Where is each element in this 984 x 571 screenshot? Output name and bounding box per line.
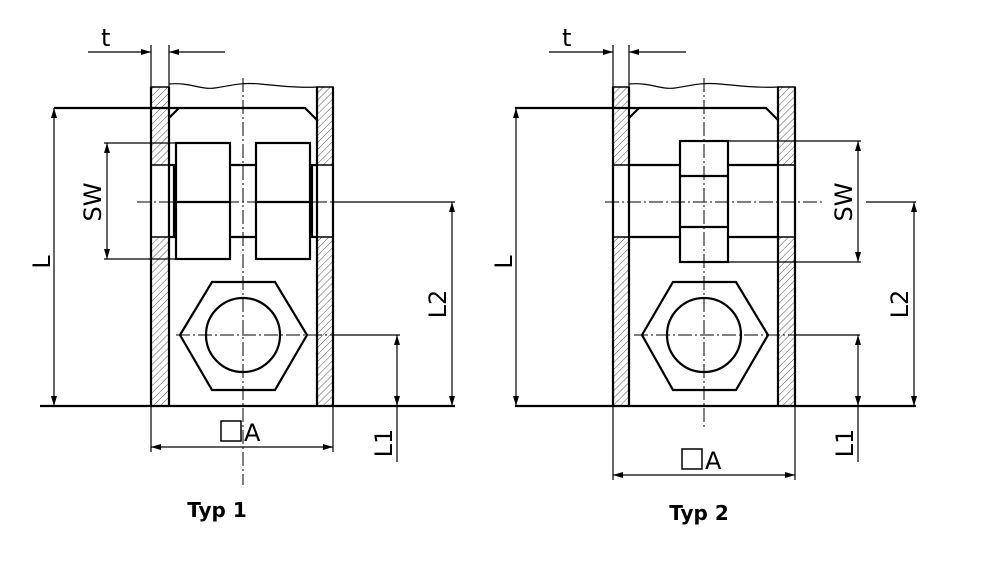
dim-L-label: L (490, 255, 518, 269)
left-wall-upper (150, 86, 170, 166)
square-symbol (220, 420, 242, 442)
right-wall-lower (316, 236, 334, 407)
dim-SW-label: SW (830, 183, 858, 222)
caption-typ-2: Typ 2 (669, 501, 729, 525)
break-line (168, 82, 318, 89)
dim-SW-label: SW (79, 183, 107, 222)
break-line (628, 82, 779, 89)
left-wall-upper (612, 86, 630, 166)
dim-A-label: A (244, 419, 261, 447)
caption-typ-1: Typ 1 (187, 498, 247, 522)
dim-t-label: t (101, 24, 110, 52)
dim-L-label: L (28, 255, 56, 269)
figure-typ-2: t L SW L2 L1 A Typ 2 (490, 24, 917, 525)
left-wall-lower (150, 236, 170, 407)
dim-L1-label: L1 (370, 429, 398, 458)
dim-L2-label: L2 (424, 290, 452, 319)
dim-L2-label: L2 (886, 290, 914, 319)
hex-nut (178, 280, 309, 392)
right-wall-upper (316, 86, 334, 166)
dim-t-label: t (562, 24, 571, 52)
right-wall-upper (777, 86, 796, 166)
figure-typ-1: t L SW L2 L1 A Typ 1 (28, 24, 455, 522)
square-symbol (681, 448, 703, 470)
dim-A-label: A (705, 447, 722, 475)
dim-L1-label: L1 (831, 429, 859, 458)
top-plate (54, 106, 318, 121)
left-wall-lower (612, 236, 630, 407)
top-plate (515, 106, 779, 121)
